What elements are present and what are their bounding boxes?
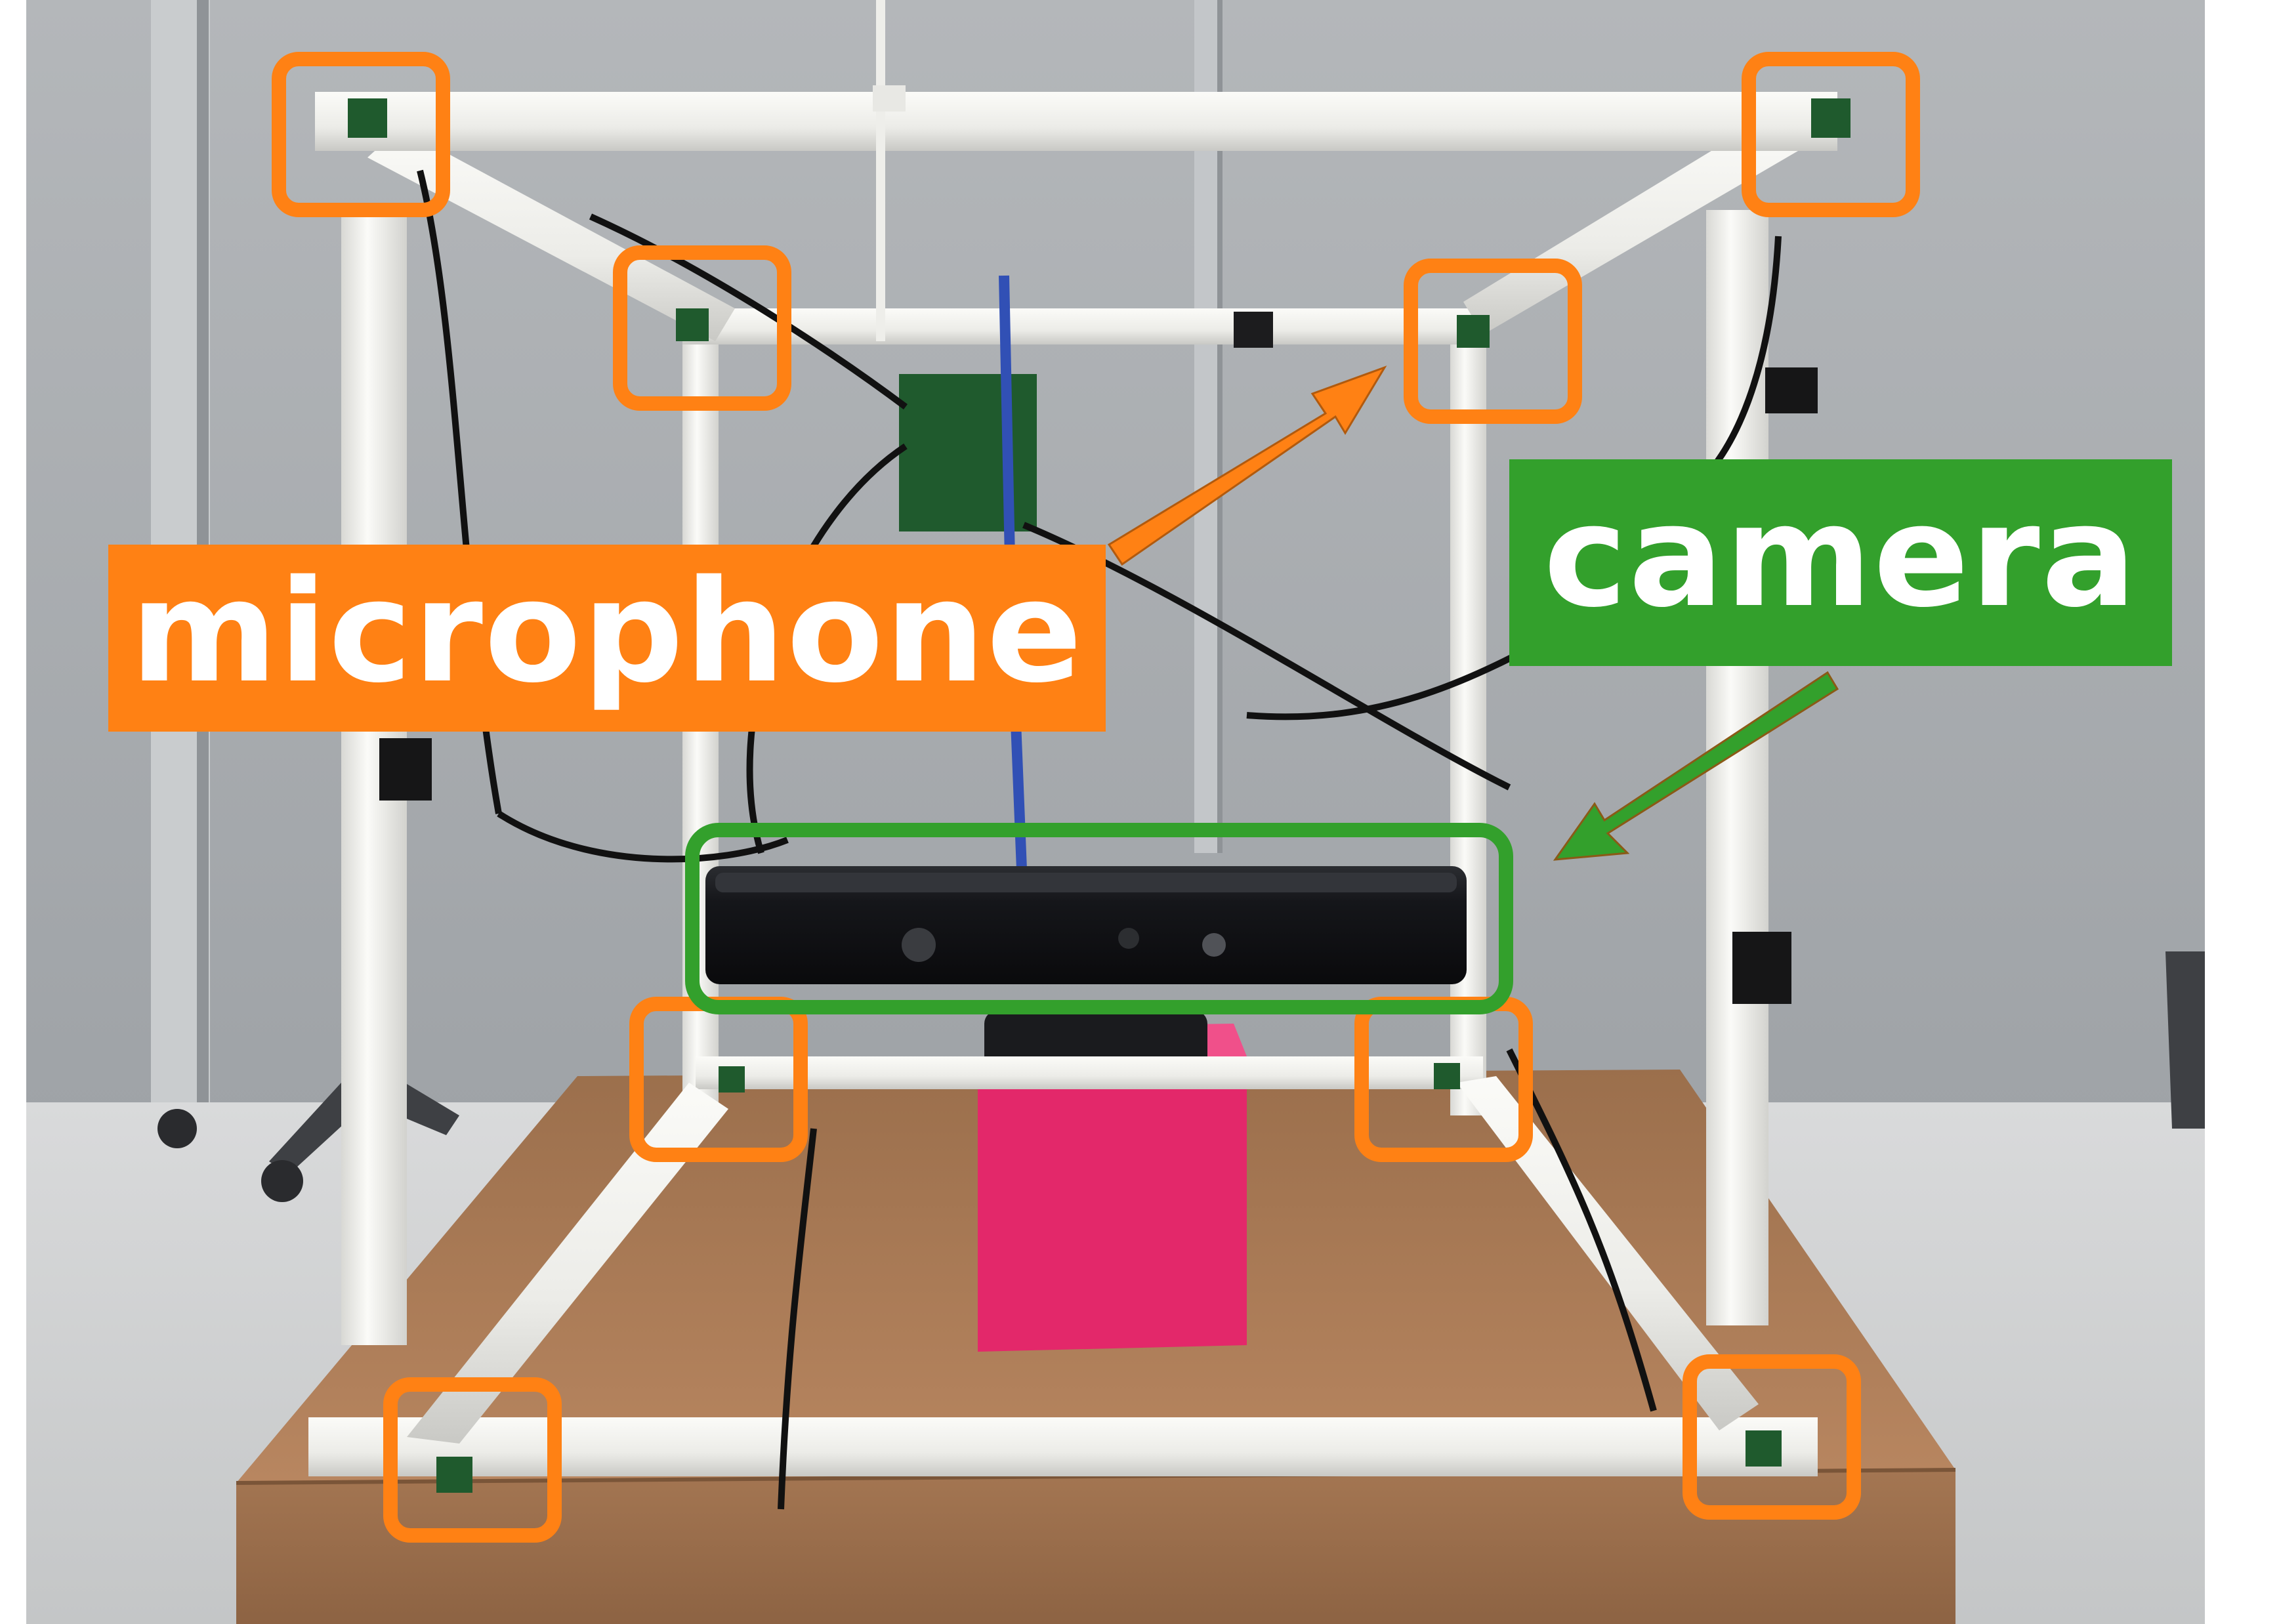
mic-marker-bottom-right xyxy=(1683,1354,1861,1520)
bottom-front-pipe xyxy=(308,1417,1818,1476)
circuit-board xyxy=(899,374,1037,531)
mic-marker-back-right xyxy=(1404,259,1582,424)
camera-label-bg xyxy=(1509,459,2172,666)
mic-marker-top-right xyxy=(1742,52,1920,217)
microphone-label: microphone xyxy=(130,549,1084,714)
cardboard-box-front xyxy=(236,1470,1955,1624)
kinect-camera xyxy=(705,866,1467,984)
arrow-icon xyxy=(1107,365,1387,566)
mic-marker-bottom-left xyxy=(383,1377,562,1543)
pink-block xyxy=(978,1056,1247,1352)
front-right-post xyxy=(1706,210,1768,1325)
mic-marker-top-left xyxy=(272,52,450,217)
top-front-pipe xyxy=(315,92,1837,151)
camera-label: camera xyxy=(1543,474,2138,638)
arrow-icon xyxy=(1553,671,1839,861)
mic-marker-back-left xyxy=(613,245,791,411)
microphone-label-bg xyxy=(108,545,1106,732)
camera-marker xyxy=(685,823,1513,1014)
microphone-markers xyxy=(272,52,1920,1543)
